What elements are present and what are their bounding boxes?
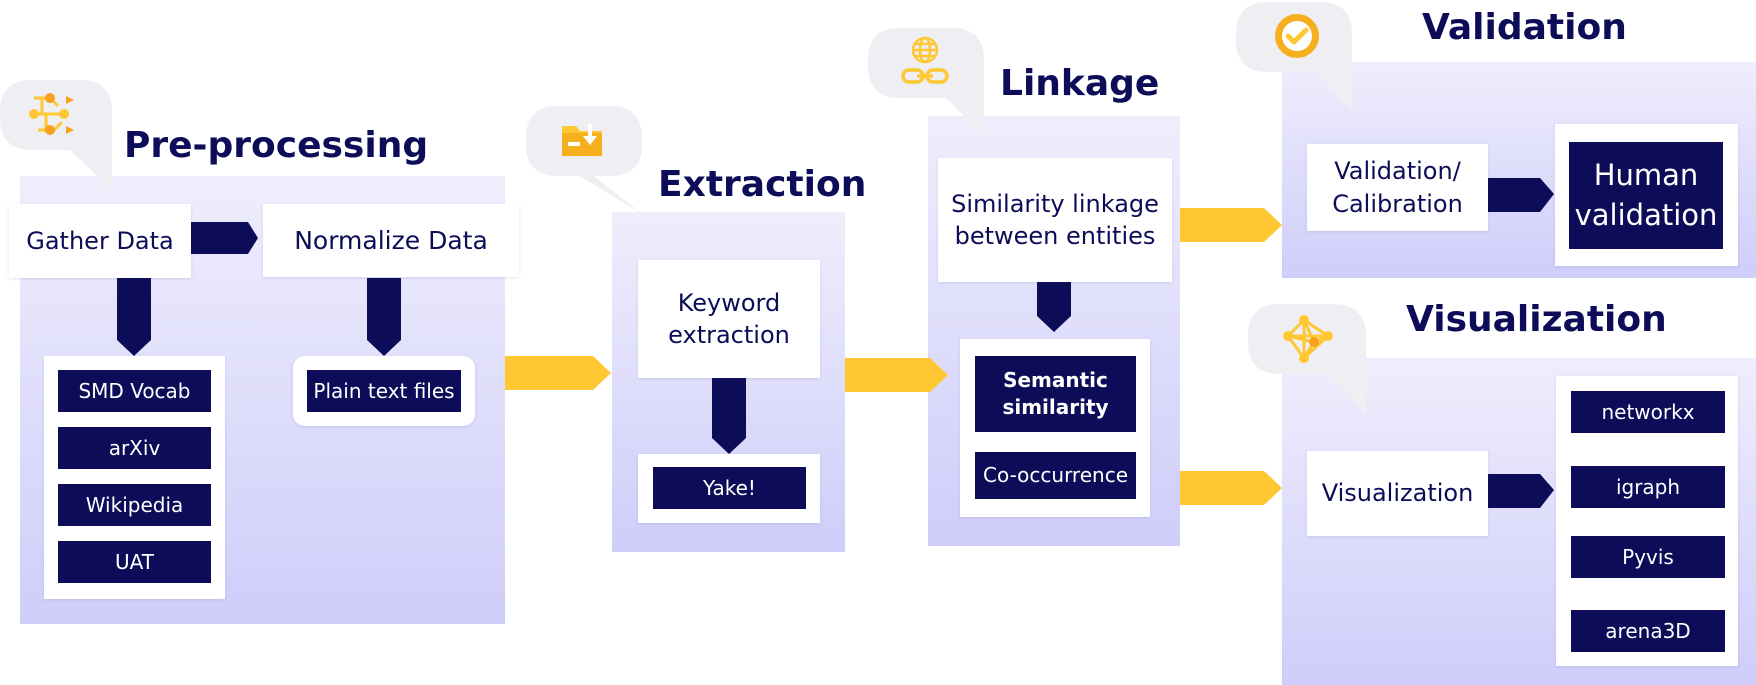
- arrow-similarity-to-methods: [1037, 282, 1071, 332]
- plain-text-files: Plain text files: [307, 370, 461, 412]
- validation-title: Validation: [1422, 7, 1627, 48]
- check-circle-icon: [1275, 14, 1319, 58]
- linkage-title: Linkage: [1000, 63, 1160, 104]
- arrow-normalize-to-plaintext: [367, 278, 401, 356]
- arrow-extraction-to-linkage: [845, 358, 948, 392]
- source-smd-vocab: SMD Vocab: [58, 370, 211, 412]
- arrow-preprocessing-to-extraction: [505, 356, 611, 390]
- semantic-similarity: Semantic similarity: [975, 356, 1136, 432]
- normalize-data-box: Normalize Data: [263, 204, 519, 277]
- arrow-gather-to-sources: [117, 278, 151, 356]
- human-validation: Human validation: [1569, 142, 1723, 249]
- arrow-visbox-to-tools: [1488, 474, 1554, 508]
- tool-networkx: networkx: [1571, 391, 1725, 433]
- preprocessing-bubble: [0, 80, 112, 190]
- arrow-gather-to-normalize: [190, 222, 258, 254]
- arrow-linkage-to-visualization: [1180, 471, 1282, 505]
- tool-pyvis: Pyvis: [1571, 536, 1725, 578]
- keyword-extraction-box: Keyword extraction: [638, 260, 820, 378]
- yake-tool: Yake!: [653, 467, 806, 509]
- tool-igraph: igraph: [1571, 466, 1725, 508]
- network-icon: [1283, 315, 1333, 363]
- visualization-title: Visualization: [1406, 299, 1667, 340]
- arrow-linkage-to-validation: [1180, 208, 1282, 242]
- extraction-bubble: [526, 106, 642, 214]
- workflow-icon: [29, 93, 74, 135]
- similarity-linkage-box: Similarity linkage between entities: [938, 158, 1172, 282]
- validation-calibration-box: Validation/ Calibration: [1307, 144, 1488, 231]
- co-occurrence: Co-occurrence: [975, 452, 1136, 499]
- source-arxiv: arXiv: [58, 427, 211, 469]
- linkage-bubble: [868, 28, 984, 136]
- arrow-calibration-to-human: [1488, 178, 1554, 212]
- gather-data-box: Gather Data: [9, 204, 191, 278]
- arrow-keyword-to-yake: [712, 378, 746, 454]
- visualization-box: Visualization: [1307, 451, 1488, 536]
- extraction-title: Extraction: [658, 164, 867, 205]
- source-wikipedia: Wikipedia: [58, 484, 211, 526]
- tool-arena3d: arena3D: [1571, 610, 1725, 652]
- preprocessing-title: Pre-processing: [124, 125, 429, 166]
- source-uat: UAT: [58, 541, 211, 583]
- globe-link-icon: [901, 36, 949, 84]
- folder-download-icon: [562, 124, 602, 156]
